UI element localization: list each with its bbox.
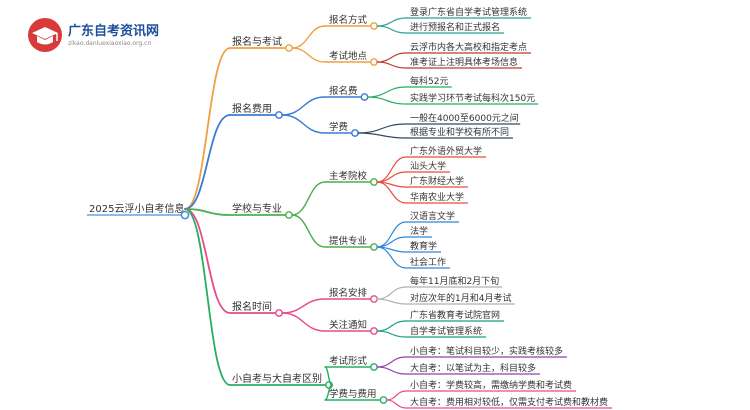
group-node — [370, 22, 378, 30]
group-node — [370, 58, 378, 66]
branch-node — [285, 211, 293, 219]
root-topic: 2025云浮小自考信息 — [89, 202, 184, 215]
branch-label: 报名与考试 — [232, 35, 282, 48]
item-connector — [376, 366, 407, 375]
item-connector — [376, 52, 407, 63]
leaf-label: 汉语言文学 — [410, 210, 455, 222]
group-label: 报名安排 — [329, 287, 368, 299]
leaf-label: 小自考：笔试科目较少，实践考核较多 — [410, 345, 563, 357]
group-connector — [291, 214, 326, 248]
group-node — [370, 363, 378, 371]
group-node — [379, 396, 388, 404]
leaf-label: 云浮市内各大高校和指定考点 — [410, 41, 527, 53]
leaf-label: 准考证上注明具体考场信息 — [410, 56, 518, 68]
branch-connector — [184, 208, 231, 314]
branch-node — [275, 309, 283, 317]
group-node — [370, 243, 378, 251]
group-connector — [281, 312, 326, 332]
branch-label: 学校与专业 — [232, 202, 282, 215]
leaf-label: 对应次年的1月和4月考试 — [410, 292, 511, 304]
leaf-label: 实践学习环节考试每科次150元 — [410, 92, 535, 104]
group-label: 关注通知 — [329, 319, 367, 331]
item-connector — [366, 86, 407, 98]
item-connector — [376, 25, 407, 34]
group-connector — [281, 114, 326, 134]
group-node — [360, 93, 369, 101]
branch-label: 小自考与大自考区别 — [232, 372, 322, 385]
group-label: 报名费 — [329, 85, 358, 97]
group-label: 报名方式 — [329, 14, 368, 26]
item-connector — [376, 156, 407, 183]
group-connector — [281, 298, 326, 314]
item-connector — [376, 330, 407, 338]
leaf-label: 每科52元 — [410, 75, 448, 87]
group-connector — [291, 25, 326, 49]
leaf-label: 教育学 — [410, 240, 437, 252]
branch-connector — [184, 114, 231, 210]
leaf-label: 一般在4000至6000元之间 — [410, 112, 519, 124]
item-connector — [376, 246, 407, 269]
logo-subtitle: zikao.danluexiaoxiao.org.cn — [68, 40, 152, 47]
branch-label: 报名时间 — [232, 300, 272, 313]
leaf-label: 法学 — [410, 225, 428, 237]
leaf-label: 自学考试管理系统 — [410, 325, 482, 337]
leaf-label: 大自考：以笔试为主，科目较多 — [410, 362, 536, 374]
item-connector — [376, 298, 407, 305]
leaf-label: 根据专业和学校有所不同 — [410, 126, 509, 138]
group-label: 提供专业 — [329, 235, 367, 247]
group-connector — [281, 96, 326, 116]
group-label: 学费与费用 — [329, 388, 377, 400]
item-connector — [376, 181, 407, 204]
root-node — [180, 210, 190, 220]
leaf-label: 广东省教育考试院官网 — [410, 309, 500, 321]
item-connector — [385, 399, 407, 409]
leaf-label: 华南农业大学 — [410, 191, 464, 203]
leaf-label: 登录广东省自学考试管理系统 — [410, 6, 527, 18]
item-connector — [376, 286, 407, 300]
branch-node — [275, 111, 283, 119]
group-node — [370, 327, 378, 335]
leaf-label: 广东外语外贸大学 — [410, 145, 482, 157]
item-connector — [376, 356, 407, 368]
item-connector — [366, 96, 407, 105]
item-connector — [357, 132, 407, 139]
item-connector — [376, 17, 407, 27]
item-connector — [376, 61, 407, 69]
group-label: 学费 — [329, 121, 348, 133]
leaf-label: 每年11月底和2月下旬 — [410, 275, 499, 287]
item-connector — [385, 390, 407, 401]
group-label: 考试地点 — [329, 50, 368, 62]
group-label: 考试形式 — [329, 355, 368, 367]
leaf-label: 进行预报名和正式报名 — [410, 21, 500, 33]
item-connector — [376, 320, 407, 332]
group-label: 主考院校 — [329, 170, 368, 182]
leaf-label: 大自考：费用相对较低，仅需支付考试费和教材费 — [410, 396, 608, 408]
branch-label: 报名费用 — [232, 102, 272, 115]
branch-connector — [184, 47, 231, 210]
branch-connector — [184, 208, 231, 216]
item-connector — [376, 221, 407, 248]
graduation-cap-icon — [28, 18, 62, 52]
group-connector — [291, 181, 326, 216]
leaf-label: 广东财经大学 — [410, 175, 464, 187]
group-node — [351, 129, 359, 137]
leaf-label: 小自考：学费较高，需缴纳学费和考试费 — [410, 379, 572, 391]
group-connector — [291, 47, 326, 63]
group-node — [370, 178, 378, 186]
site-logo: 广东自考资讯网 zikao.danluexiaoxiao.org.cn — [26, 16, 226, 56]
item-connector — [357, 123, 407, 134]
branch-node — [285, 44, 293, 52]
group-node — [370, 295, 378, 303]
leaf-label: 汕头大学 — [410, 160, 446, 172]
branch-connector — [184, 208, 231, 386]
logo-title: 广东自考资讯网 — [68, 24, 160, 39]
leaf-label: 社会工作 — [410, 256, 446, 268]
